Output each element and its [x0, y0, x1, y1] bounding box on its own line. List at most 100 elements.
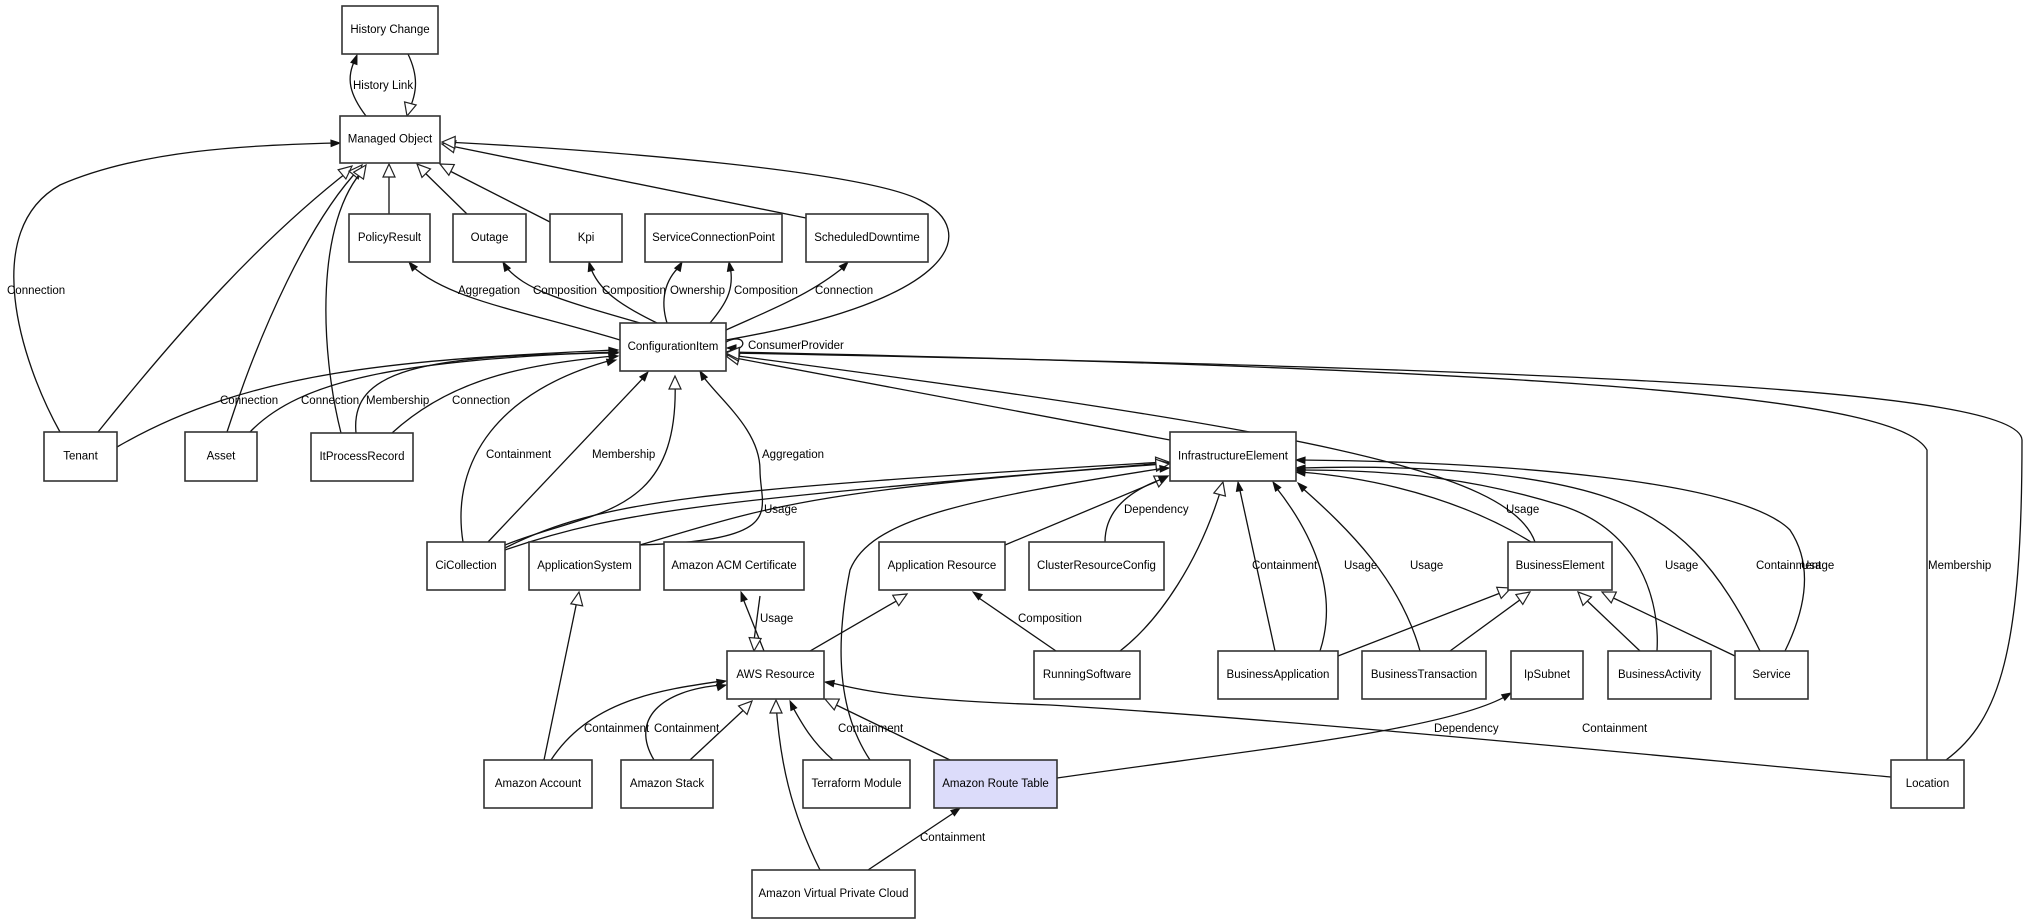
node-box[interactable] [1734, 650, 1809, 700]
node-box[interactable] [483, 759, 593, 809]
edge-history-change-to-managed-object [403, 53, 418, 118]
node-box[interactable] [620, 759, 714, 809]
edge-label: Usage [1506, 504, 1539, 516]
node-box[interactable] [310, 432, 414, 482]
node-label: Amazon Account [495, 778, 582, 790]
node-box[interactable] [528, 541, 641, 591]
node-label: Location [1906, 778, 1949, 790]
node-label: Asset [207, 451, 237, 463]
node-service[interactable]: Service [1734, 650, 1809, 700]
node-box[interactable] [1607, 650, 1712, 700]
node-box[interactable] [341, 5, 439, 55]
node-history-change[interactable]: History Change [341, 5, 439, 55]
node-box[interactable] [452, 213, 527, 263]
edge-line [487, 374, 647, 543]
node-amazon-account[interactable]: Amazon Account [483, 759, 593, 809]
node-box[interactable] [1033, 650, 1141, 700]
node-asset[interactable]: Asset [184, 431, 258, 482]
node-kpi[interactable]: Kpi [549, 213, 623, 263]
generalization-arrow-icon [337, 165, 354, 181]
edge-configuration-item-to-kpi [587, 260, 658, 324]
generalization-arrow-icon [737, 699, 754, 716]
edge-line [1299, 459, 1806, 652]
node-ci-collection[interactable]: CiCollection [426, 541, 506, 591]
edge-label: Composition [734, 285, 798, 297]
node-outage[interactable]: Outage [452, 213, 527, 263]
node-configuration-item[interactable]: ConfigurationItem [619, 322, 727, 372]
node-box[interactable] [1169, 431, 1297, 482]
edge-label: Connection [7, 285, 65, 297]
edge-line [13, 142, 337, 433]
edge-outage-to-managed-object [415, 162, 468, 215]
edge-label: Composition [602, 285, 666, 297]
edge-label: Usage [1665, 560, 1698, 572]
edge-tenant-to-managed-object [97, 165, 354, 433]
node-business-element[interactable]: BusinessElement [1507, 541, 1613, 591]
node-amazon-vpc[interactable]: Amazon Virtual Private Cloud [751, 869, 916, 919]
node-tenant[interactable]: Tenant [43, 431, 118, 482]
edge-business-transaction-to-business-element [1449, 591, 1532, 652]
node-amazon-acm-certificate[interactable]: Amazon ACM Certificate [663, 541, 805, 591]
node-infrastructure-element[interactable]: InfrastructureElement [1169, 431, 1297, 482]
node-box[interactable] [1217, 650, 1339, 700]
node-box[interactable] [802, 759, 911, 809]
edge-label: Containment [654, 723, 720, 735]
node-application-resource[interactable]: Application Resource [878, 541, 1006, 591]
generalization-arrow-icon [415, 162, 432, 179]
node-box[interactable] [1890, 759, 1965, 809]
node-label: ScheduledDowntime [814, 232, 919, 244]
edge-line [663, 265, 681, 324]
node-box[interactable] [933, 759, 1058, 809]
association-arrow-icon [502, 260, 512, 273]
node-service-connection-point[interactable]: ServiceConnectionPoint [644, 213, 783, 263]
node-box[interactable] [1361, 650, 1487, 700]
node-box[interactable] [1510, 650, 1584, 700]
node-managed-object[interactable]: Managed Object [339, 115, 441, 164]
node-business-transaction[interactable]: BusinessTransaction [1361, 650, 1487, 700]
node-label: History Change [350, 24, 429, 36]
edge-line [504, 461, 1166, 549]
edge-line [1299, 466, 1761, 652]
node-box[interactable] [878, 541, 1006, 591]
node-box[interactable] [549, 213, 623, 263]
generalization-arrow-icon [891, 593, 909, 607]
node-box[interactable] [644, 213, 783, 263]
edge-business-application-to-infrastructure-element [1235, 480, 1276, 652]
node-box[interactable] [751, 869, 916, 919]
node-box[interactable] [1507, 541, 1613, 591]
node-aws-resource[interactable]: AWS Resource [726, 650, 825, 700]
edge-terraform-module-to-aws-resource [789, 699, 834, 761]
node-ip-subnet[interactable]: IpSubnet [1510, 650, 1584, 700]
node-box[interactable] [663, 541, 805, 591]
generalization-arrow-icon [440, 135, 456, 150]
node-running-software[interactable]: RunningSoftware [1033, 650, 1141, 700]
node-box[interactable] [184, 431, 258, 482]
edge-ci-collection-to-configuration-item [460, 358, 618, 543]
edge-terraform-module-to-infrastructure-element [840, 464, 1171, 761]
node-location[interactable]: Location [1890, 759, 1965, 809]
node-box[interactable] [619, 322, 727, 372]
node-box[interactable] [43, 431, 118, 482]
node-label: ApplicationSystem [537, 560, 632, 572]
node-amazon-stack[interactable]: Amazon Stack [620, 759, 714, 809]
node-terraform-module[interactable]: Terraform Module [802, 759, 911, 809]
node-business-activity[interactable]: BusinessActivity [1607, 650, 1712, 700]
node-amazon-route-table[interactable]: Amazon Route Table [933, 759, 1058, 809]
node-box[interactable] [1028, 541, 1165, 591]
node-box[interactable] [426, 541, 506, 591]
edge-line [729, 356, 1171, 441]
node-box[interactable] [339, 115, 441, 164]
edge-label: Connection [452, 395, 510, 407]
node-box[interactable] [805, 213, 929, 263]
edge-configuration-item-to-service-connection-point [709, 260, 735, 324]
node-application-system[interactable]: ApplicationSystem [528, 541, 641, 591]
node-business-application[interactable]: BusinessApplication [1217, 650, 1339, 700]
node-box[interactable] [726, 650, 825, 700]
node-box[interactable] [348, 213, 431, 263]
node-cluster-resource-config[interactable]: ClusterResourceConfig [1028, 541, 1165, 591]
node-label: BusinessElement [1516, 560, 1606, 572]
node-policy-result[interactable]: PolicyResult [348, 213, 431, 263]
node-scheduled-downtime[interactable]: ScheduledDowntime [805, 213, 929, 263]
node-it-process-record[interactable]: ItProcessRecord [310, 432, 414, 482]
generalization-arrow-icon [382, 162, 396, 178]
